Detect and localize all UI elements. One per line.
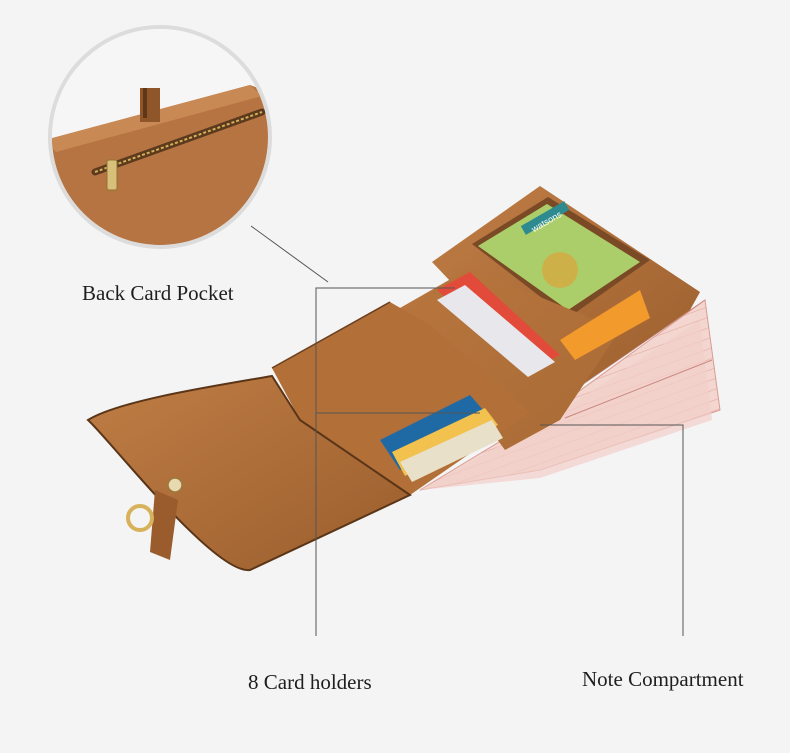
note-compartment-label: Note Compartment	[582, 667, 744, 691]
buckle-ring	[126, 504, 154, 532]
wallet-back-panel: watsons	[432, 186, 700, 400]
note-compartment-leader-line	[540, 424, 684, 636]
snap-button	[167, 477, 183, 493]
back-card-pocket-label: Back Card Pocket	[82, 281, 234, 305]
card-holders-label: 8 Card holders	[248, 670, 372, 694]
wallet-card-holder-flap	[271, 301, 530, 495]
wallet-front-flap	[86, 374, 413, 572]
leader-lines	[315, 287, 684, 636]
back-pocket-zoom-circle	[48, 25, 272, 249]
back-pocket-leader-line	[250, 225, 329, 283]
card-holders-leader-line	[315, 287, 455, 636]
